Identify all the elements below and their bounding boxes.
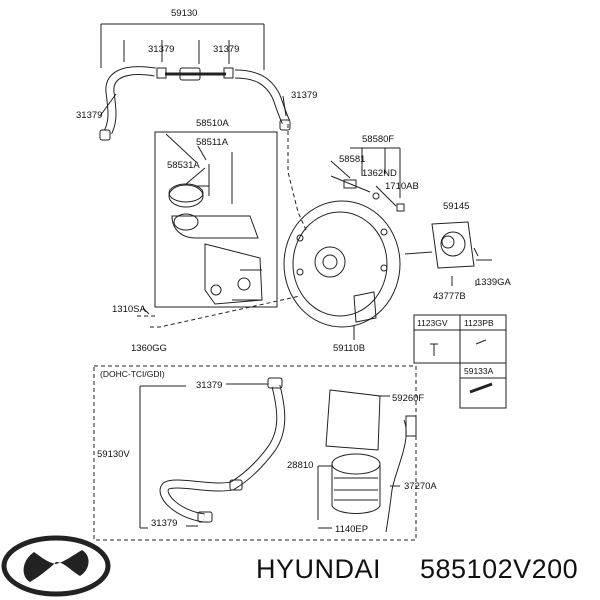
part-number: 585102V200 bbox=[420, 554, 578, 584]
gasket bbox=[431, 221, 475, 269]
label-31379-e: 31379 bbox=[196, 380, 222, 391]
dohc-hose bbox=[159, 377, 286, 523]
label-1310sa: 1310SA bbox=[112, 304, 146, 315]
label-1123pb: 1123PB bbox=[464, 318, 494, 328]
label-59130v: 59130V bbox=[97, 449, 130, 460]
label-dohc-tci-gdi: (DOHC-TCI/GDI) bbox=[100, 369, 165, 379]
dohc-variant-box bbox=[93, 365, 417, 541]
label-1123gv: 1123GV bbox=[417, 318, 448, 328]
brand-name: HYUNDAI bbox=[256, 554, 381, 584]
label-37270a: 37270A bbox=[404, 481, 437, 492]
fastener-table bbox=[413, 314, 507, 409]
label-31379-d: 31379 bbox=[291, 90, 317, 101]
vacuum-pump bbox=[325, 389, 417, 533]
label-31379-a: 31379 bbox=[148, 44, 174, 55]
label-59110b: 59110B bbox=[333, 343, 365, 354]
label-1339ga: 1339GA bbox=[476, 277, 512, 288]
label-59130: 59130 bbox=[171, 8, 197, 19]
label-59260f: 59260F bbox=[392, 393, 424, 404]
hyundai-logo-icon bbox=[1, 535, 111, 597]
label-31379-c: 31379 bbox=[76, 110, 102, 121]
label-58581: 58581 bbox=[339, 154, 365, 165]
label-28810: 28810 bbox=[287, 460, 313, 471]
label-31379-f: 31379 bbox=[151, 518, 177, 529]
master-cylinder bbox=[168, 183, 263, 305]
label-1140ep: 1140EP bbox=[335, 524, 368, 535]
label-31379-b: 31379 bbox=[213, 44, 239, 55]
master-cylinder-box bbox=[154, 131, 278, 308]
label-59145: 59145 bbox=[443, 201, 469, 212]
label-58510a: 58510A bbox=[196, 118, 229, 129]
label-1710ab: 1710AB bbox=[385, 181, 419, 192]
label-43777b: 43777B bbox=[433, 291, 466, 302]
vacuum-hose-assembly bbox=[99, 23, 291, 141]
label-58580f: 58580F bbox=[362, 134, 394, 145]
brake-booster bbox=[283, 200, 401, 328]
label-59133a: 59133A bbox=[464, 366, 494, 376]
label-1362nd: 1362ND bbox=[362, 168, 397, 179]
label-58511a: 58511A bbox=[196, 137, 229, 148]
label-1360gg: 1360GG bbox=[131, 343, 167, 354]
label-58531a: 58531A bbox=[167, 160, 200, 171]
